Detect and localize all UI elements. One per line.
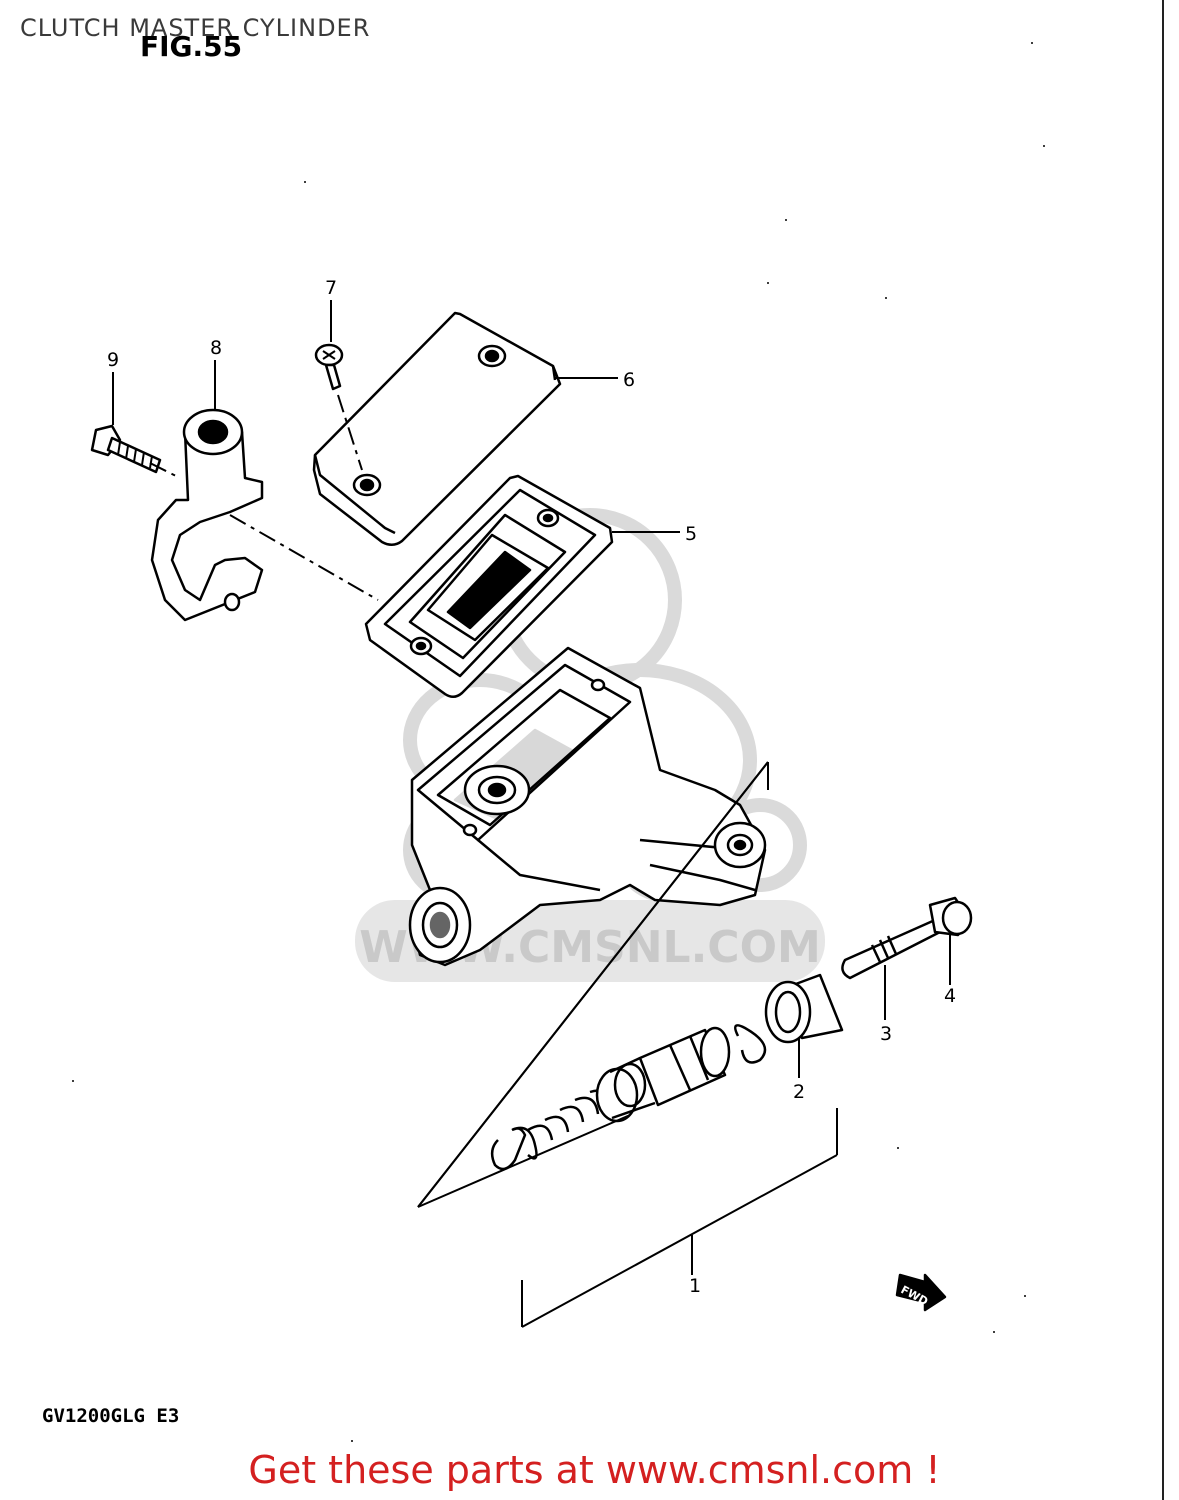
callout-4: 4: [944, 985, 956, 1007]
callout-6: 6: [623, 369, 635, 391]
alignment-lines: [149, 394, 379, 601]
footer-link-text[interactable]: Get these parts at www.cmsnl.com !: [248, 1448, 941, 1492]
leader-lines: [112, 300, 951, 1328]
master-cylinder-body: [408, 646, 767, 967]
reservoir-cap: [312, 311, 562, 546]
circlip: [733, 1024, 767, 1064]
scan-specks: [72, 42, 1045, 1442]
fwd-arrow-icon: [895, 1273, 947, 1312]
callout-7: 7: [325, 277, 337, 299]
callout-8: 8: [210, 337, 222, 359]
model-code: GV1200GLG E3: [42, 1405, 180, 1427]
push-rod: [841, 918, 942, 980]
callout-2: 2: [793, 1081, 805, 1103]
callout-1: 1: [689, 1275, 701, 1297]
clamp-bolt: [90, 424, 162, 474]
callout-9: 9: [107, 349, 119, 371]
page-title: CLUTCH MASTER CYLINDER: [20, 14, 371, 42]
cap-screw: [314, 343, 344, 391]
frame-border: [1162, 0, 1164, 1500]
clamp-holder: [150, 408, 264, 622]
footer-link[interactable]: Get these parts at www.cmsnl.com !: [0, 1448, 1179, 1492]
callout-3: 3: [880, 1023, 892, 1045]
diaphragm-plate: [364, 474, 614, 698]
callout-5: 5: [685, 523, 697, 545]
piston: [638, 1026, 731, 1107]
dust-boot: [764, 973, 844, 1044]
rod-end: [928, 896, 973, 937]
figure-number: FIG.55: [140, 30, 243, 63]
